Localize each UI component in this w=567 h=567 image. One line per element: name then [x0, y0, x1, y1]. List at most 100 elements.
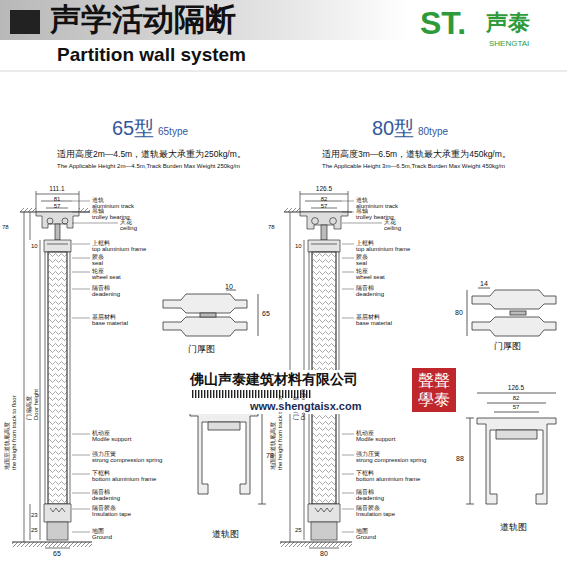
part-label: wheel seat — [92, 274, 121, 281]
part-label: top aluminium frame — [92, 246, 146, 253]
part-label: 下框料 — [92, 470, 110, 477]
dimension: 111.1 — [49, 185, 64, 192]
page-title: 声学活动隔断 — [50, 3, 236, 37]
part-label: strong compression spring — [356, 457, 426, 464]
leader-line — [72, 434, 90, 435]
leader-line — [342, 509, 354, 510]
part-label: 隔音胶条 — [92, 505, 116, 512]
dimension: 126.5 — [316, 185, 332, 192]
part-label: Ground — [356, 534, 376, 541]
assembly-80 — [280, 191, 352, 548]
part-label: 轮座 — [92, 268, 104, 275]
part-label: 下框料 — [356, 470, 374, 477]
part-label: 隔音棉 — [92, 489, 110, 496]
part-label: 胶条 — [356, 254, 368, 261]
leader-line — [72, 212, 90, 213]
dimension: 57 — [513, 404, 520, 411]
seal-stamp — [412, 368, 456, 412]
dimension: 14 — [480, 280, 488, 288]
leader-line — [72, 289, 90, 290]
leader-line — [72, 244, 90, 245]
part-label: strong compression spring — [92, 457, 162, 464]
watermark-patch — [186, 370, 408, 414]
part-label: deadening — [92, 495, 120, 502]
part-label: ceiling — [120, 225, 137, 232]
part-label: ceiling — [384, 225, 401, 232]
part-label: 轮座 — [356, 268, 368, 275]
part-label: 隔音棉 — [92, 285, 110, 292]
part-label: 地面 — [356, 528, 368, 535]
dimension: 88 — [456, 455, 464, 463]
leader-line — [342, 212, 354, 213]
part-label: 机动座 — [356, 430, 374, 437]
track-section-80 — [466, 393, 556, 504]
part-label: 上框料 — [356, 240, 374, 247]
part-label: 适用高度2m—4.5m，道轨最大承重为250kg/m。 — [57, 150, 246, 159]
brand-text: Partition wall system — [57, 45, 246, 66]
dimension: 81 — [54, 196, 61, 203]
leader-line — [72, 455, 90, 456]
part-label: 天花 — [120, 219, 132, 226]
leader-line — [72, 474, 90, 475]
part-label: deadening — [356, 291, 384, 298]
leader-line — [72, 272, 90, 273]
part-label: 吊轴 — [92, 208, 104, 215]
title-band — [0, 0, 410, 40]
part-label: 吊轴 — [356, 208, 368, 215]
leader-line — [342, 272, 354, 273]
part-label: deadening — [92, 291, 120, 298]
part-label: 隔音胶条 — [356, 505, 380, 512]
part-label: 地面 — [92, 528, 104, 535]
part-label: 强力压簧 — [356, 451, 380, 458]
dimension: 10 — [295, 243, 302, 250]
leader-line — [342, 493, 354, 494]
assembly-65 — [12, 191, 92, 548]
part-label: 道轨图 — [212, 530, 239, 540]
title-mark — [10, 10, 40, 34]
leader-line — [72, 258, 90, 259]
part-label: 地面至道轨底高度 — [270, 422, 277, 470]
leader-lines — [72, 201, 382, 532]
dimension: 25 — [31, 527, 38, 534]
part-label: Ground — [92, 534, 112, 541]
part-label: Insulation tape — [356, 511, 395, 518]
part-label: Insulation tape — [92, 511, 131, 518]
leader-line — [72, 223, 118, 224]
part-label: 道轨图 — [500, 523, 527, 533]
track-section-65 — [190, 410, 266, 504]
part-label: 天花 — [384, 219, 396, 226]
leader-line — [72, 509, 90, 510]
watermark: 佛山声泰建筑材料有限公司 — [190, 372, 358, 387]
part-label: 65type — [158, 126, 188, 137]
leader-line — [342, 244, 354, 245]
dimension: 80 — [455, 309, 463, 317]
part-label: 80型 — [372, 117, 414, 139]
part-label: 适用高度3m—6.5m，道轨最大承重为450kg/m。 — [322, 150, 511, 159]
part-label: bottom aluminium frame — [92, 476, 156, 483]
part-label: Modile support — [92, 436, 131, 443]
dimension: 65 — [53, 550, 61, 558]
part-label: The Applicable Height 3m—6.5m,Track Burd… — [322, 163, 505, 170]
part-label: base material — [92, 320, 128, 327]
leader-line — [72, 532, 90, 533]
part-label: the height from track to floor — [11, 395, 18, 470]
part-label: 胶条 — [92, 254, 104, 261]
leader-line — [342, 289, 354, 290]
part-label: 隔音棉 — [356, 285, 374, 292]
part-label: 道轨 — [356, 197, 368, 204]
leader-line — [342, 258, 354, 259]
leader-line — [72, 318, 90, 319]
part-label: 80type — [418, 126, 448, 137]
door-section-65 — [163, 290, 258, 336]
part-label: 基层材料 — [356, 314, 380, 321]
dimension: 10 — [31, 243, 38, 250]
leader-line — [342, 434, 354, 435]
leader-line — [342, 201, 354, 202]
leader-line — [342, 474, 354, 475]
part-label: deadening — [356, 495, 384, 502]
watermark: www.shengtaisx.com — [250, 400, 361, 412]
part-label: 门厚图 — [188, 345, 215, 355]
part-label: 门扇高度 — [26, 396, 33, 420]
part-label: seal — [356, 260, 367, 267]
brand-text: 声泰 — [486, 11, 530, 35]
